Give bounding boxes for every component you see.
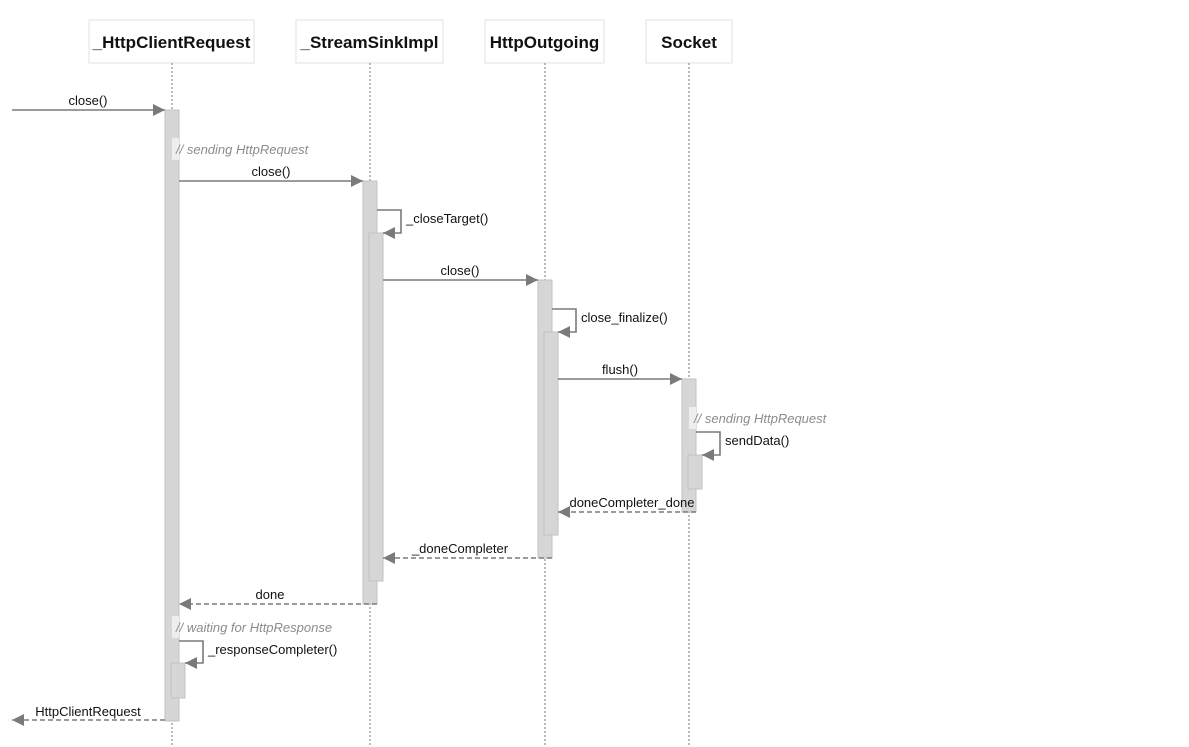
activation-httpclientrequest-nested	[170, 662, 186, 699]
participant-headers: _HttpClientRequest _StreamSinkImpl HttpO…	[88, 19, 733, 64]
participant-httpclientrequest: _HttpClientRequest	[88, 19, 255, 64]
participant-box	[645, 19, 733, 64]
activation-socket-nested	[687, 454, 703, 490]
participant-box	[295, 19, 444, 64]
message-label: HttpClientRequest	[35, 704, 141, 719]
message-label: close_finalize()	[581, 310, 668, 325]
message-label: _responseCompleter()	[207, 642, 337, 657]
participant-httpoutgoing: HttpOutgoing	[484, 19, 605, 64]
message-label: doneCompleter_done	[569, 495, 694, 510]
participant-socket: Socket	[645, 19, 733, 64]
activation-socket	[681, 378, 697, 513]
note-marker	[172, 616, 179, 638]
self-message-arrow	[696, 431, 721, 461]
participant-label: _HttpClientRequest	[92, 33, 251, 52]
note-marker	[172, 138, 179, 160]
messages: close() close() _closeTarget() close() c…	[12, 93, 789, 726]
note-sending-httprequest: // sending HttpRequest	[693, 411, 828, 426]
note-waiting-for-httpresponse: // waiting for HttpResponse	[175, 620, 332, 635]
note-markers	[172, 138, 696, 638]
message-label: sendData()	[725, 433, 789, 448]
message-label: _closeTarget()	[405, 211, 488, 226]
self-message-arrow	[377, 209, 402, 239]
message-label: close()	[68, 93, 107, 108]
participant-label: _StreamSinkImpl	[300, 33, 439, 52]
message-label: close()	[440, 263, 479, 278]
self-message-arrow	[179, 640, 204, 669]
participant-label: Socket	[661, 33, 717, 52]
note-marker	[689, 407, 696, 429]
activation-httpclientrequest	[164, 109, 180, 722]
message-label: flush()	[602, 362, 638, 377]
activation-streamsinkimpl-nested	[368, 232, 384, 582]
message-label: done	[256, 587, 285, 602]
self-message-arrow	[552, 308, 577, 338]
notes: // sending HttpRequest // sending HttpRe…	[175, 142, 828, 635]
activation-bars	[164, 109, 703, 722]
participant-label: HttpOutgoing	[490, 33, 600, 52]
participant-streamsinkimpl: _StreamSinkImpl	[295, 19, 444, 64]
participant-box	[484, 19, 605, 64]
message-label: _doneCompleter	[411, 541, 509, 556]
message-label: close()	[251, 164, 290, 179]
note-sending-httprequest: // sending HttpRequest	[175, 142, 310, 157]
activation-httpoutgoing-nested	[543, 331, 559, 536]
participant-box	[88, 19, 255, 64]
